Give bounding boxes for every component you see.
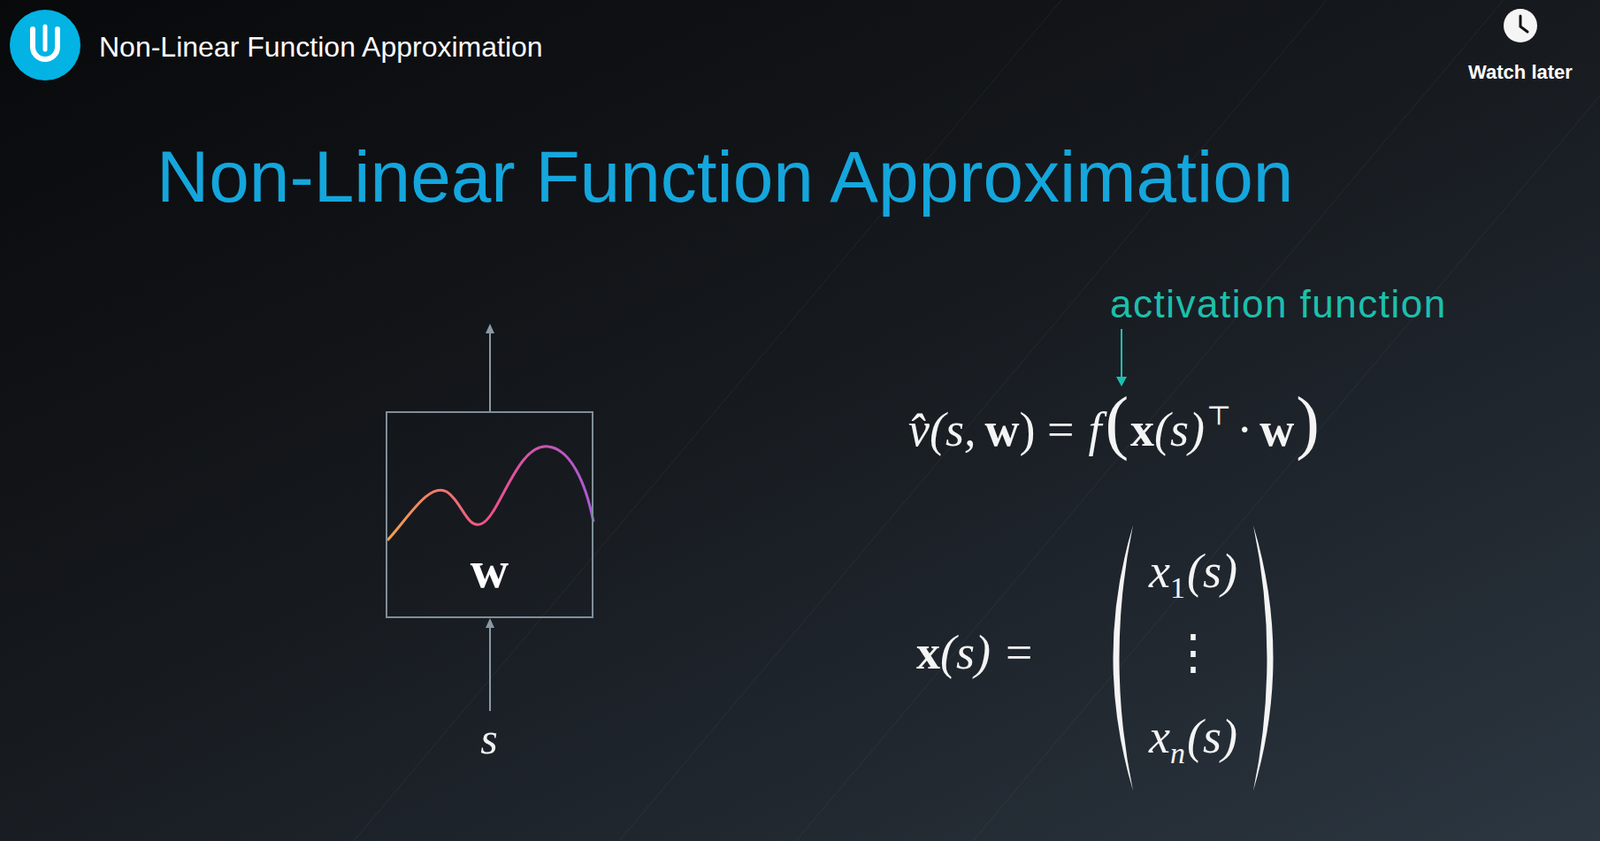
math-symbol: x [916,625,941,681]
function-curve [387,446,594,541]
matrix-entry: x1(s) [1148,543,1238,599]
logo-mark [43,26,48,50]
math-symbol: ) = [1018,402,1074,458]
feature-equation: x(s) = [916,625,1035,681]
arrow-head [485,323,495,334]
matrix-entry: xn(s) [1148,709,1238,765]
leader-line [1120,329,1123,379]
video-title: Non-Linear Function Approximation [99,30,544,64]
math-symbol: ⋮ [1169,625,1218,681]
output-arrow [489,329,491,412]
value-equation: v̂(s,w) =f(x(s)⊤·w) [908,381,1320,463]
input-arrow [489,624,491,712]
function-box: w [385,411,594,619]
math-symbol: x [1148,543,1171,599]
arrow-head [485,618,495,628]
annotation-label: activation function [1110,282,1447,328]
matrix-bracket [1113,525,1134,791]
clock-hands [1520,15,1528,32]
clock-icon [1503,8,1538,43]
math-symbol: w [984,402,1019,458]
matrix-entry: ⋮ [1169,625,1218,681]
math-symbol: ) [1295,381,1320,463]
math-symbol: n [1170,735,1186,771]
input-symbol: s [480,713,498,766]
logo-circle [9,9,81,81]
matrix-bracket [1253,525,1274,791]
watch-later-label: Watch later [1468,61,1573,84]
math-symbol: · [1236,402,1253,458]
math-symbol: (s) [1186,543,1238,599]
slide-title: Non-Linear Function Approximation [156,140,1294,214]
math-symbol: ( [1104,381,1129,463]
math-symbol: x [1148,709,1171,765]
background-lines [353,0,1600,841]
math-symbol: 1 [1170,570,1186,605]
weight-symbol: w [470,540,509,599]
math-symbol: w [1259,402,1294,458]
math-symbol: (s) = [940,625,1035,681]
math-symbol: (s) [1186,709,1238,765]
math-symbol: f [1087,402,1102,458]
math-symbol: (s) [1154,402,1205,458]
math-symbol: v̂(s, [908,402,976,458]
math-symbol: x [1130,402,1155,458]
math-symbol: ⊤ [1206,400,1232,432]
